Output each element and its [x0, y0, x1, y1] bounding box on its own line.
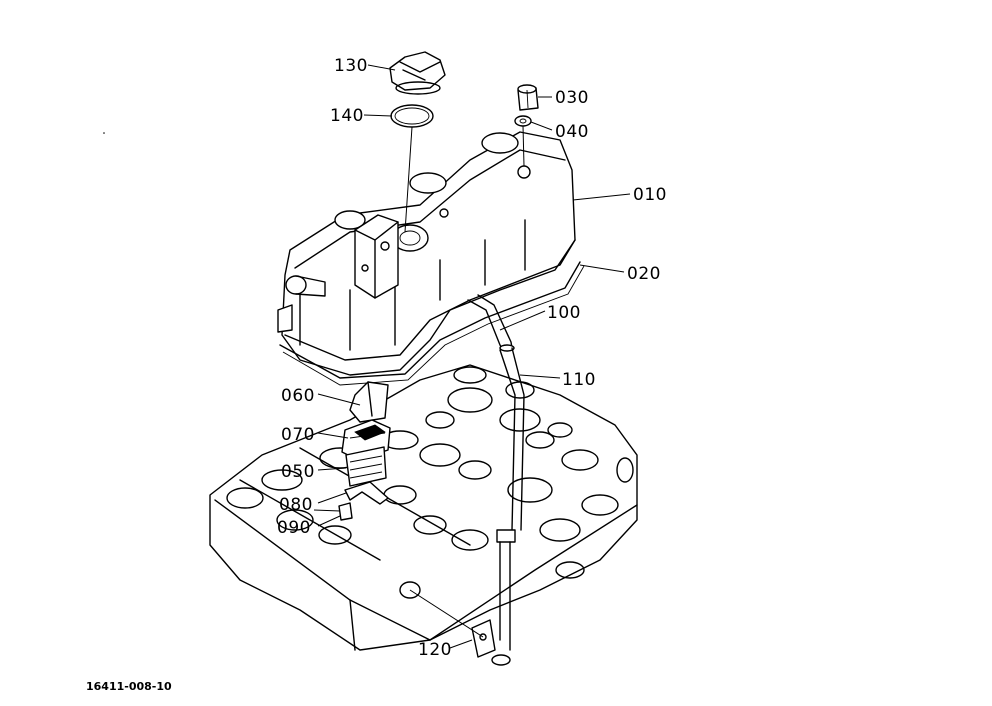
cover-nut	[517, 84, 539, 111]
drawing-number: 16411-008-10	[86, 680, 172, 693]
callout-labels: 130 140 030 040 010 020 100 110 060 070 …	[277, 56, 667, 660]
breather-pipe	[496, 347, 525, 651]
callout-060: 060	[281, 386, 315, 406]
callout-110: 110	[562, 370, 596, 390]
cylinder-head	[209, 364, 638, 651]
callout-010: 010	[633, 185, 667, 205]
breather-hose	[467, 294, 515, 352]
callout-050: 050	[281, 462, 315, 482]
callout-040: 040	[555, 122, 589, 142]
oil-filler-cap	[389, 51, 446, 95]
breather-bracket	[344, 481, 389, 505]
o-ring	[390, 104, 434, 128]
callout-090: 090	[277, 518, 311, 538]
callout-130: 130	[334, 56, 368, 76]
breather-screw	[338, 502, 353, 521]
callout-020: 020	[627, 264, 661, 284]
valve-cover	[277, 131, 576, 376]
callout-030: 030	[555, 88, 589, 108]
callout-080: 080	[279, 495, 313, 515]
callout-100: 100	[547, 303, 581, 323]
callout-120: 120	[418, 640, 452, 660]
callout-070: 070	[281, 425, 315, 445]
sealing-washer	[514, 115, 532, 127]
pipe-clamp	[409, 589, 511, 666]
breather-cover	[349, 381, 389, 423]
callout-140: 140	[330, 106, 364, 126]
breather-case	[345, 446, 387, 487]
valve-cover-gasket	[279, 261, 585, 386]
leader-lines	[313, 64, 631, 649]
